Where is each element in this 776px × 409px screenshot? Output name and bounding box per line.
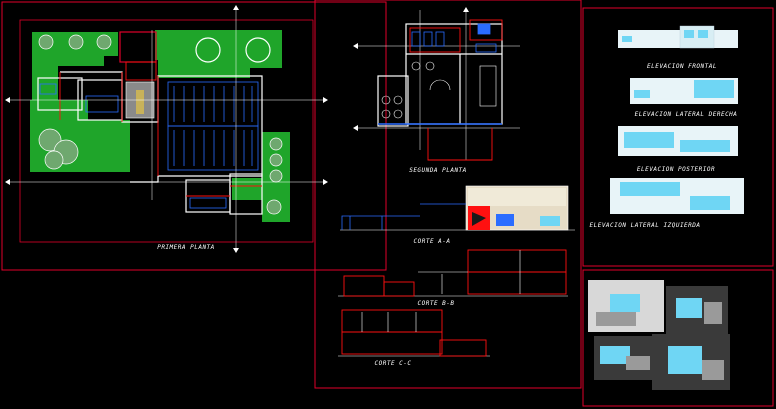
section-a-a — [340, 185, 575, 231]
second-floor-furniture — [411, 23, 497, 53]
label-elevacion-frontal: ELEVACION FRONTAL — [647, 63, 717, 70]
garden-area — [32, 32, 118, 100]
label-corte-aa: CORTE A-A — [413, 238, 451, 245]
study-tables — [381, 61, 497, 119]
section-c-c — [338, 309, 490, 357]
second-floor-red-walls — [409, 19, 503, 161]
elevation-left — [610, 178, 744, 214]
elevation-right — [630, 78, 738, 104]
label-corte-bb: CORTE B-B — [417, 300, 455, 307]
elevation-rear — [618, 126, 738, 156]
stair-accent — [136, 90, 144, 114]
label-corte-cc: CORTE C-C — [374, 360, 412, 367]
grid-axes — [8, 8, 325, 250]
elevations — [610, 25, 744, 214]
section-b-b — [338, 249, 568, 297]
label-elevacion-posterior: ELEVACION POSTERIOR — [636, 166, 716, 173]
tree-symbols — [38, 34, 283, 215]
label-elevacion-lateral-izquierda: ELEVACION LATERAL IZQUIERDA — [589, 222, 701, 229]
label-primera-planta: PRIMERA PLANTA — [157, 244, 215, 251]
label-elevacion-lateral-derecha: ELEVACION LATERAL DERECHA — [634, 111, 738, 118]
renders-3d — [588, 280, 730, 390]
library-shelving — [39, 81, 259, 209]
elevation-front — [618, 25, 738, 49]
label-segunda-planta: SEGUNDA PLANTA — [409, 167, 467, 174]
axis-markers — [5, 5, 328, 253]
garden-area-north — [155, 30, 282, 78]
interior-partitions — [59, 61, 262, 197]
first-floor-plan — [5, 5, 328, 253]
second-floor-plan — [353, 7, 520, 161]
